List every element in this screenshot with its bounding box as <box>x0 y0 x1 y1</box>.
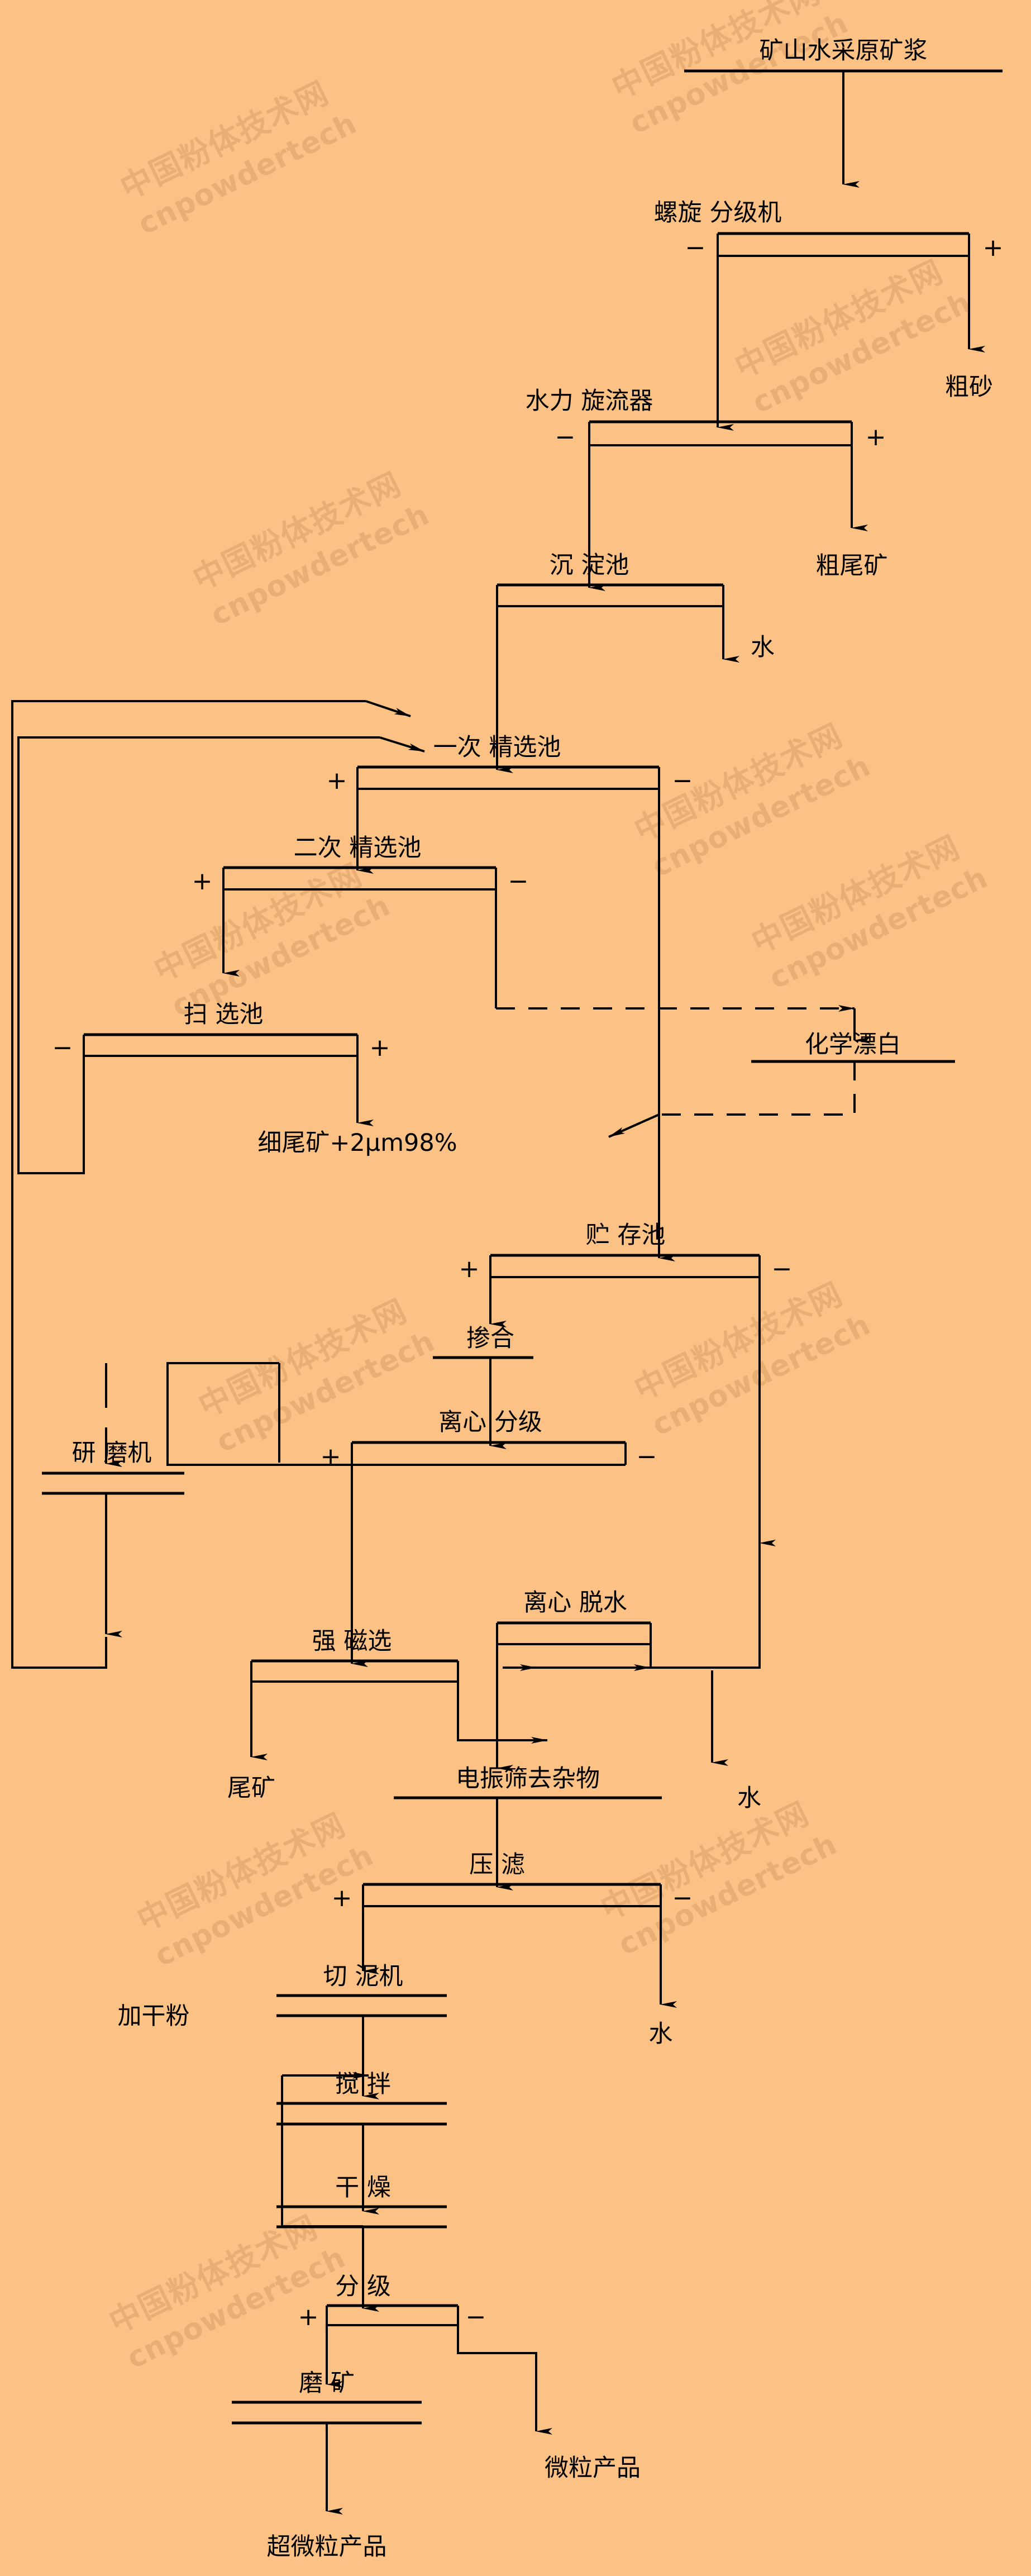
label-centri-cls: 离心 分级 <box>438 1408 542 1436</box>
edge-classify-fineprod <box>457 2325 537 2402</box>
unit-magnetic-separation <box>250 1659 459 1683</box>
label-fine-prod: 微粒产品 <box>545 2454 641 2482</box>
edge-mag-screen <box>457 1682 503 1741</box>
unit-mixing <box>276 2102 447 2126</box>
sign-layer: − + − + + − + − − + + − + − + − + − <box>52 234 1004 2331</box>
label-mudcut: 切 泥机 <box>323 1963 403 1991</box>
sign-clean1-plus: + <box>327 766 347 795</box>
unit-storage-pond <box>489 1254 761 1278</box>
sign-press-minus: − <box>672 1884 693 1912</box>
label-clean1: 一次 精选池 <box>433 734 561 761</box>
label-centri-dew: 离心 脱水 <box>523 1589 627 1617</box>
edge-dewater-loop <box>650 1543 761 1669</box>
sign-centri-plus: + <box>321 1442 341 1471</box>
unit-settling-pond <box>496 583 724 607</box>
label-mill: 研 磨机 <box>72 1439 152 1467</box>
sign-classify-plus: + <box>298 2303 319 2331</box>
label-screen: 电振筛去杂物 <box>456 1765 600 1793</box>
edge-bleach-storage-head <box>608 1113 660 1138</box>
unit-secondary-cleaner <box>222 866 497 891</box>
sign-clean2-plus: + <box>192 867 213 896</box>
label-water3: 水 <box>649 2020 673 2048</box>
sign-spiral-minus: − <box>685 234 706 262</box>
label-mix: 搅 拌 <box>335 2070 391 2098</box>
unit-drying <box>276 2205 447 2229</box>
unit-filter-press <box>362 1883 662 1907</box>
sign-press-plus: + <box>332 1884 352 1912</box>
label-coarse-tail: 粗尾矿 <box>816 552 888 580</box>
label-add-powder: 加干粉 <box>118 2002 190 2030</box>
label-cyclone: 水力 旋流器 <box>526 387 653 415</box>
label-feed: 矿山水采原矿浆 <box>760 37 928 65</box>
sign-clean2-minus: − <box>508 867 529 896</box>
labels-layer: 矿山水采原矿浆 螺旋 分级机 粗砂 水力 旋流器 粗尾矿 沉 淀池 水 一次 精… <box>72 37 993 2561</box>
label-blend: 掺合 <box>466 1325 514 1353</box>
sign-storage-plus: + <box>459 1255 480 1283</box>
unit-classification <box>326 2304 459 2326</box>
label-clean2: 二次 精选池 <box>294 834 422 862</box>
sign-classify-minus: − <box>466 2303 486 2331</box>
sign-storage-minus: − <box>772 1255 793 1283</box>
unit-hydrocyclone <box>588 420 853 446</box>
edge-scavenge-recycle <box>17 736 380 1174</box>
label-tailings: 尾矿 <box>227 1774 275 1802</box>
label-ultra-prod: 超微粒产品 <box>267 2533 387 2561</box>
edge-bleach-storage <box>659 1061 856 1116</box>
edge-mill-recycle <box>11 700 366 1669</box>
label-water2: 水 <box>737 1784 761 1812</box>
label-settle: 沉 淀池 <box>550 551 629 579</box>
label-classify: 分 级 <box>335 2273 391 2301</box>
unit-centrifugal-classifier <box>351 1441 627 1466</box>
unit-ore-grinding <box>232 2401 422 2425</box>
label-bleach: 化学漂白 <box>805 1031 901 1059</box>
label-spiral: 螺旋 分级机 <box>654 199 782 227</box>
label-fine-tail: 细尾矿+2μm98% <box>257 1129 457 1157</box>
unit-scavenger <box>83 1033 359 1057</box>
sign-cyclone-plus: + <box>866 423 886 451</box>
label-mag-sep: 强 磁选 <box>312 1627 392 1655</box>
label-water1: 水 <box>751 634 775 661</box>
sign-spiral-plus: + <box>983 234 1004 262</box>
sign-centri-minus: − <box>637 1442 657 1471</box>
sign-clean1-minus: − <box>672 766 693 795</box>
unit-centrifugal-dewatering <box>496 1621 652 1645</box>
sign-scavenge-plus: + <box>370 1034 390 1062</box>
sign-cyclone-minus: − <box>555 423 576 451</box>
label-scavenge: 扫 选池 <box>184 1001 264 1029</box>
label-grind: 磨 矿 <box>299 2369 355 2397</box>
unit-mud-cutter <box>276 1994 447 2017</box>
label-press: 压 滤 <box>469 1851 525 1879</box>
unit-grinding-mill <box>42 1472 184 1495</box>
sign-scavenge-minus: − <box>52 1034 73 1062</box>
label-storage: 贮 存池 <box>586 1221 666 1249</box>
label-dry: 干 燥 <box>335 2174 391 2202</box>
unit-primary-cleaner <box>356 765 660 790</box>
label-coarse-sand: 粗砂 <box>945 373 993 401</box>
unit-spiral-classifier <box>717 232 970 257</box>
